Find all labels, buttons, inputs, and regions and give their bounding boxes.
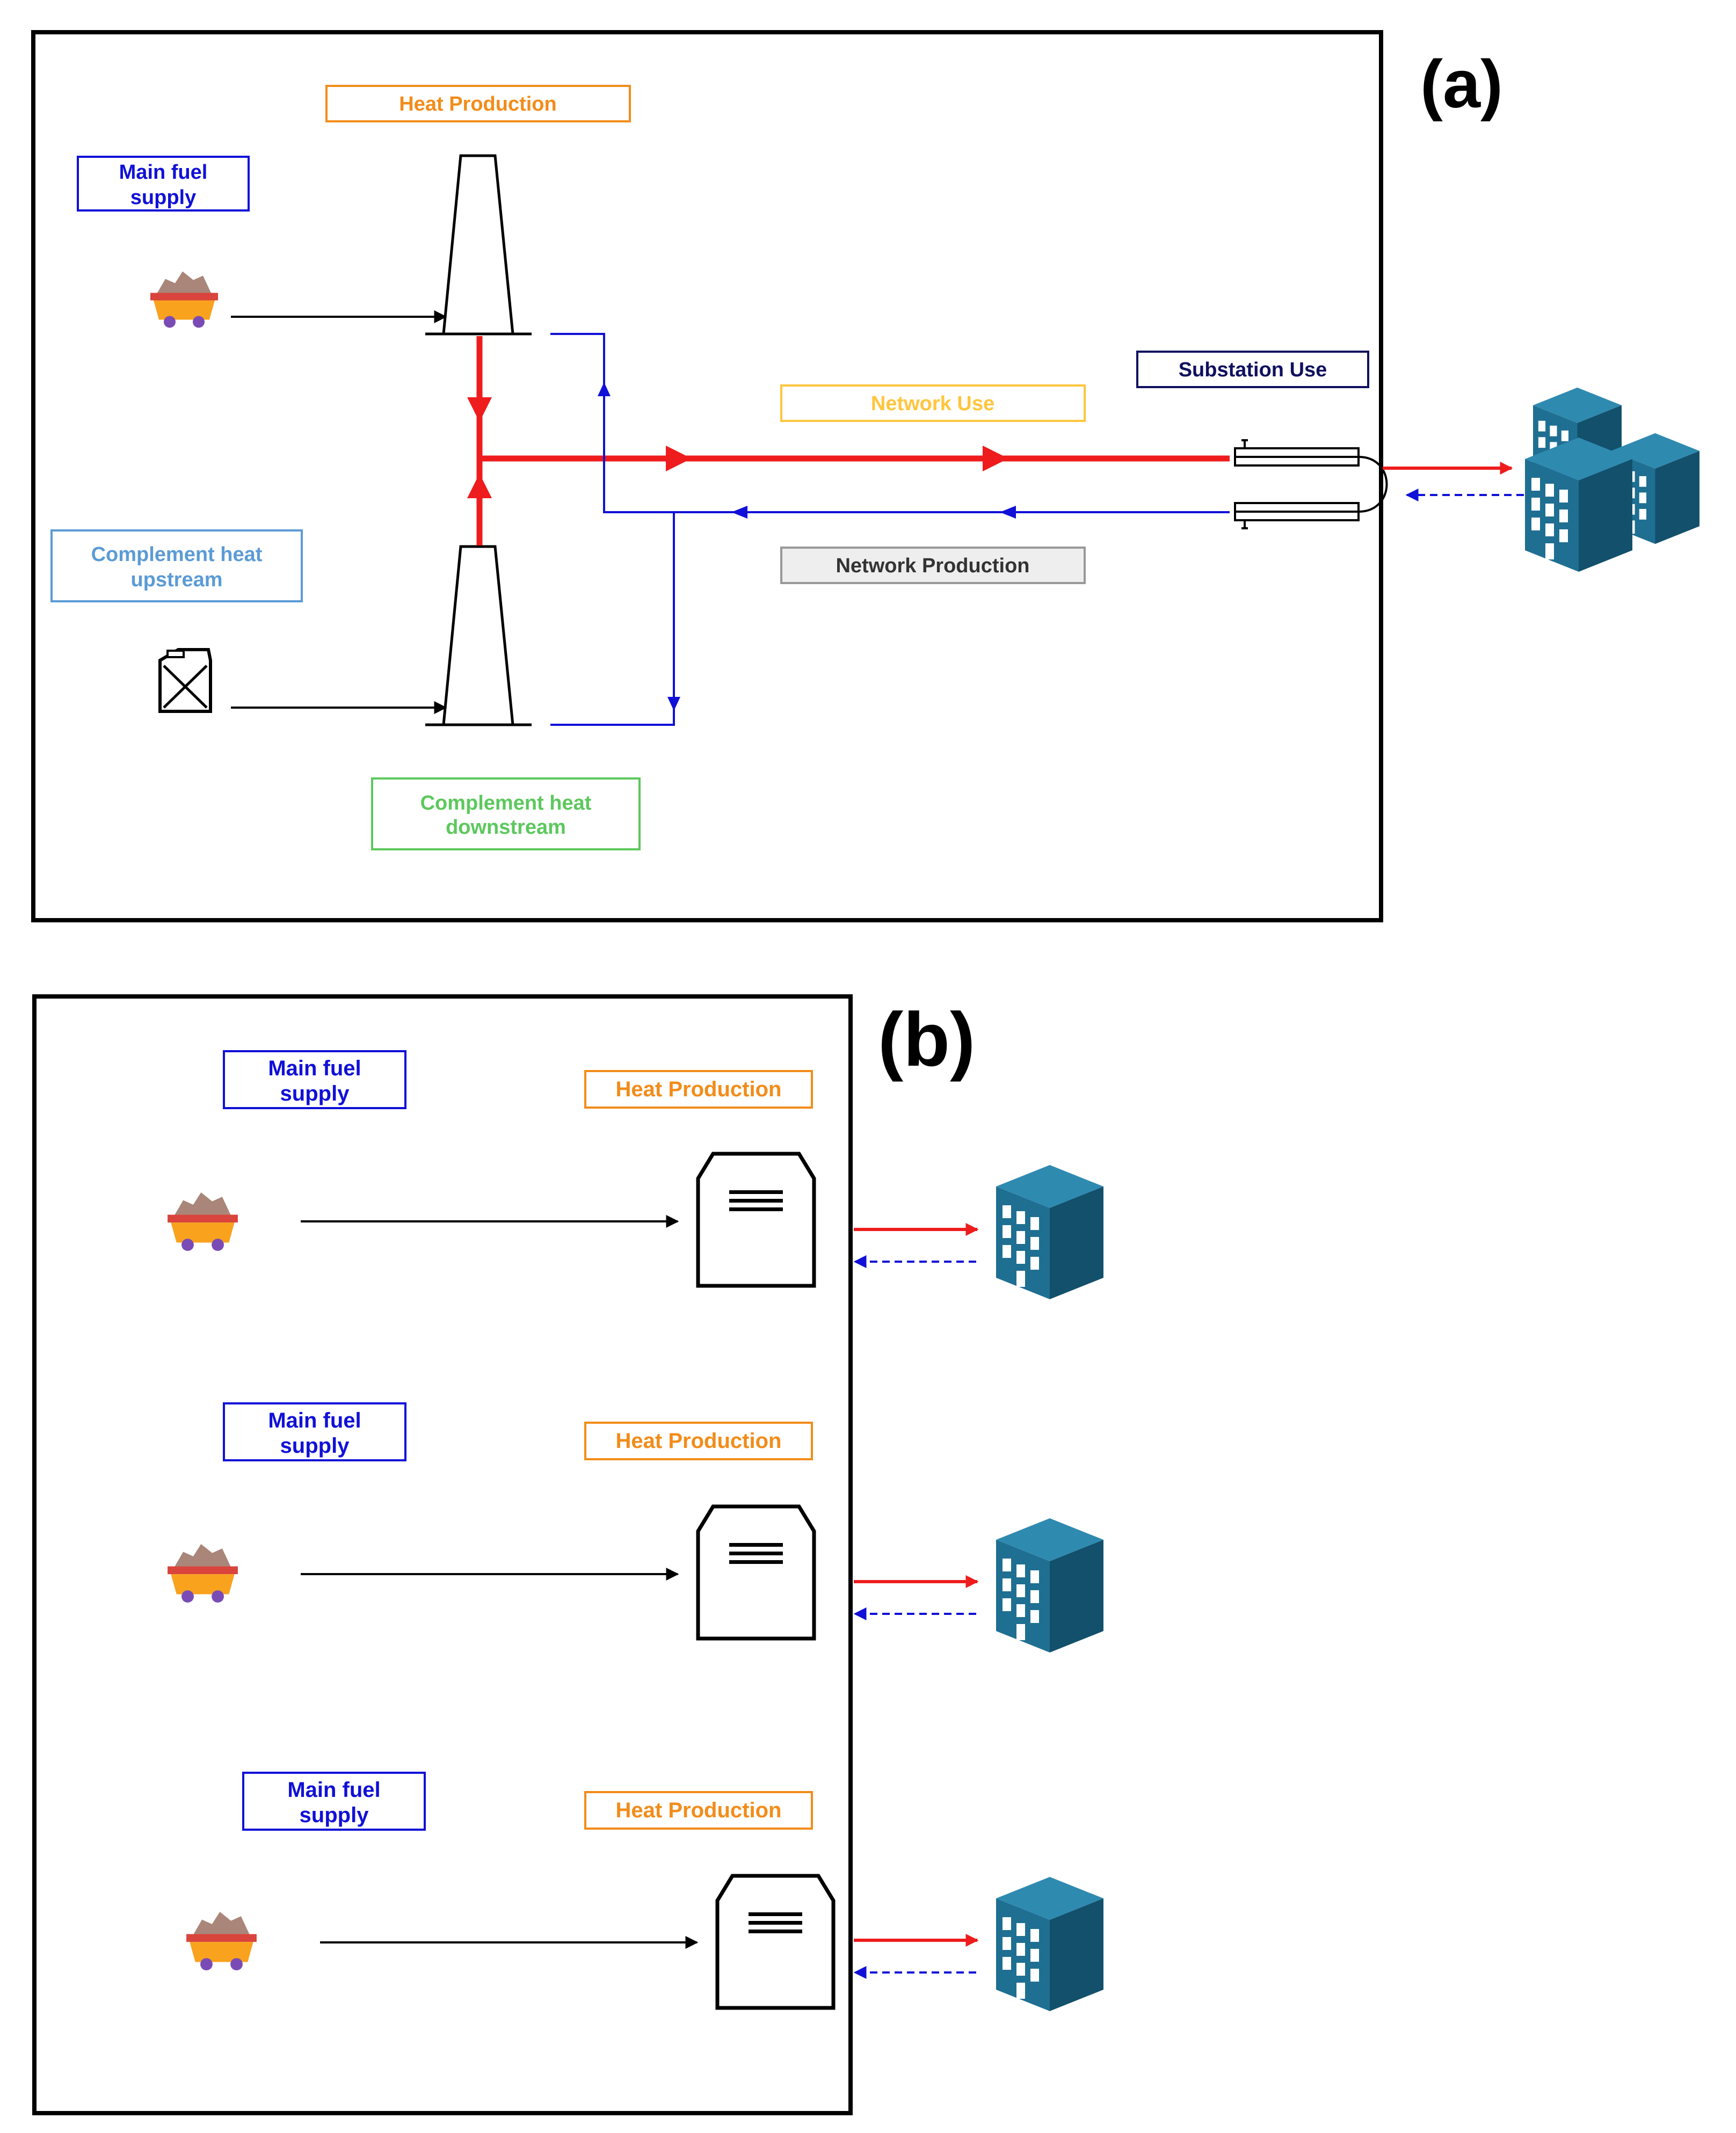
main-fuel-supply-label: Main fuel supply [223,1402,406,1461]
svg-text:Network Production: Network Production [836,555,1029,577]
return-lines [550,333,1230,726]
building-row-1: Main fuel supply Heat Production [168,1050,1103,1299]
panel-a-frame [31,30,1383,922]
svg-text:supply: supply [300,1803,369,1827]
svg-text:supply: supply [280,1082,350,1105]
svg-text:upstream: upstream [130,569,222,591]
building-icon [996,1518,1103,1652]
boiler-icon [698,1506,814,1639]
coal-cart-icon [168,1544,238,1603]
building-row-2: Main fuel supply Heat Production [168,1402,1103,1652]
svg-text:Complement heat: Complement heat [420,792,592,814]
heat-production-label: Heat Production [325,85,631,122]
building-icon [996,1165,1103,1299]
svg-text:Heat Production: Heat Production [616,1429,782,1453]
substation-use-label: Substation Use [1136,351,1369,388]
return-arrowheads [598,382,1016,711]
svg-text:Main fuel: Main fuel [268,1057,361,1080]
supply-lines [467,336,1230,545]
main-fuel-supply-label: Main fuel supply [77,156,250,212]
svg-text:supply: supply [280,1434,350,1458]
coal-cart-icon [186,1912,257,1971]
coal-cart-icon [168,1192,238,1251]
svg-text:Main fuel: Main fuel [119,161,208,184]
jerrycan-icon [158,648,212,713]
svg-text:Heat Production: Heat Production [616,1799,782,1822]
coal-cart-icon [150,271,218,328]
svg-text:Main fuel: Main fuel [287,1778,380,1802]
building-icon [996,1877,1103,2011]
main-fuel-supply-label: Main fuel supply [223,1050,406,1109]
svg-text:Substation Use: Substation Use [1179,359,1327,381]
complement-heat-downstream-label: Complement heat downstream [371,777,641,850]
svg-text:Network Use: Network Use [871,392,994,415]
boiler-icon [717,1876,833,2008]
main-fuel-supply-label: Main fuel supply [242,1772,426,1831]
chimney-icon [425,154,532,336]
svg-text:Main fuel: Main fuel [268,1409,361,1432]
panel-b-letter: (b) [878,997,975,1082]
heat-exchanger-icon [1234,439,1388,529]
heat-production-label: Heat Production [584,1791,813,1830]
svg-text:Complement heat: Complement heat [91,543,263,566]
network-production-label: Network Production [780,547,1086,584]
heat-production-label: Heat Production [584,1422,813,1460]
chimney-icon [425,545,532,726]
complement-heat-upstream-label: Complement heat upstream [50,529,303,602]
panel-b-frame [32,994,853,2115]
building-row-3: Main fuel supply Heat Production [186,1772,1103,2011]
panel-a-letter: (a) [1420,46,1503,122]
heat-production-label: Heat Production [584,1070,813,1109]
svg-text:Heat Production: Heat Production [616,1078,782,1101]
svg-text:supply: supply [130,186,196,209]
network-use-label: Network Use [780,384,1086,422]
building-cluster [1525,387,1699,572]
svg-text:Heat Production: Heat Production [399,93,556,115]
svg-text:downstream: downstream [446,816,566,839]
building-icon [1525,438,1632,572]
boiler-icon [698,1154,814,1286]
